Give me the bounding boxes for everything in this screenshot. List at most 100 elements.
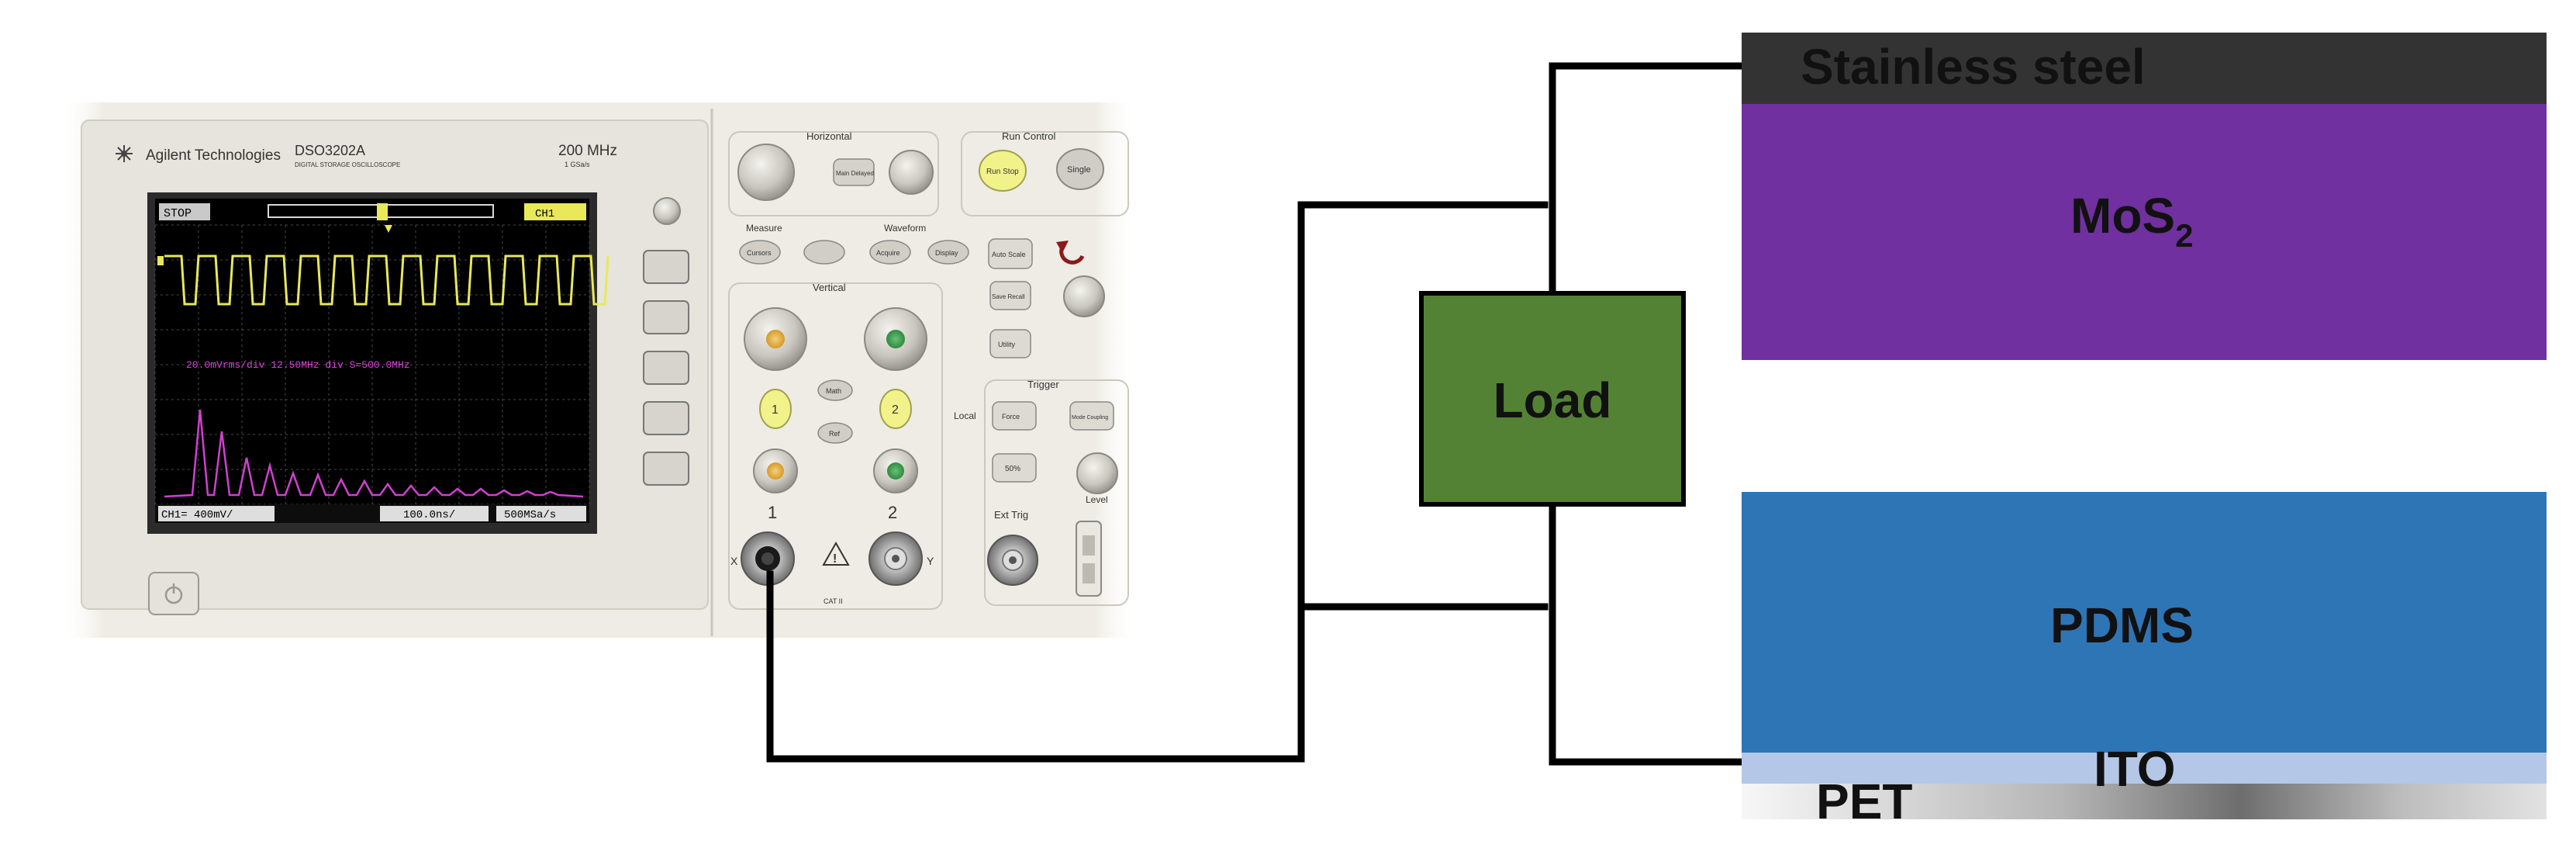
force-label: Force — [1002, 413, 1020, 421]
ch2-button-label: 2 — [892, 403, 899, 417]
save-recall-label: Save Recall — [992, 293, 1025, 300]
stainless-steel-layer — [1742, 33, 2547, 104]
run-control-section — [961, 131, 1129, 216]
fifty-percent-label: 50% — [1005, 465, 1020, 473]
screen-sample-rate: 500MSa/s — [504, 509, 556, 521]
model-label: DSO3202A — [295, 143, 365, 158]
ito-layer — [1742, 753, 2547, 784]
trigger-marker-icon — [385, 225, 392, 233]
circuit-wires — [766, 62, 1746, 766]
display-label: Display — [935, 249, 958, 257]
bandwidth-label: 200 MHz — [558, 143, 617, 159]
oscilloscope: Agilent Technologies DSO3202A DIGITAL ST… — [60, 102, 1138, 638]
brand-label: Agilent Technologies — [146, 147, 281, 164]
fft-spectrum — [164, 409, 584, 498]
softkey-4[interactable] — [643, 401, 689, 435]
probe-comp-terminal[interactable] — [1076, 521, 1102, 597]
fifty-percent-button[interactable] — [992, 453, 1037, 483]
undo-arrow-icon — [1056, 241, 1085, 265]
display-button[interactable] — [927, 240, 969, 265]
force-button[interactable] — [992, 401, 1037, 431]
entry-knob[interactable] — [1063, 275, 1105, 317]
math-button[interactable] — [817, 379, 853, 401]
mos2-subscript: 2 — [2175, 217, 2193, 254]
cursors-label: Cursors — [747, 249, 772, 257]
quick-meas-button[interactable] — [803, 240, 845, 265]
sample-rate-label: 1 GSa/s — [565, 161, 590, 168]
stainless-steel-label: Stainless steel — [1801, 39, 2146, 95]
probe-wire — [766, 201, 1549, 763]
save-recall-button[interactable] — [989, 281, 1031, 310]
math-label: Math — [826, 387, 841, 395]
ext-trig-label: Ext Trig — [994, 509, 1028, 521]
horizontal-label: Horizontal — [806, 130, 852, 142]
pet-layer — [1742, 784, 2547, 819]
utility-label: Utility — [998, 341, 1015, 348]
trigger-section — [984, 379, 1129, 606]
horizontal-section — [728, 131, 939, 216]
ch1-input-number: 1 — [768, 503, 777, 522]
y-input-mark: Y — [927, 555, 934, 567]
svg-text:!: ! — [833, 552, 837, 566]
mos2-label: MoS2 — [2070, 188, 2193, 254]
power-icon — [164, 583, 183, 604]
level-label: Level — [1086, 494, 1108, 505]
menu-off-button[interactable] — [653, 197, 681, 225]
top-electrode-wire — [1549, 62, 1746, 297]
ito-label: ITO — [2094, 741, 2176, 797]
softkey-2[interactable] — [643, 300, 689, 334]
x-input-mark: X — [730, 555, 738, 567]
screen-volts-div: CH1= 400mV/ — [161, 509, 233, 521]
ref-label: Ref — [829, 430, 841, 438]
mos2-base: MoS — [2070, 188, 2175, 244]
model-subtitle: DIGITAL STORAGE OSCILLOSCOPE — [295, 161, 400, 168]
mode-coupling-button[interactable] — [1069, 401, 1114, 431]
run-control-label: Run Control — [1002, 130, 1055, 142]
ch2-button[interactable] — [879, 389, 912, 429]
pet-label: PET — [1816, 774, 1912, 829]
ch1-button-label: 1 — [772, 403, 779, 417]
cat-rating: CAT II — [824, 597, 843, 605]
measure-label: Measure — [746, 223, 782, 234]
ch1-square-wave — [164, 254, 609, 306]
screen-time-div: 100.0ns/ — [403, 509, 455, 521]
pdms-layer — [1742, 492, 2547, 753]
pdms-label: PDMS — [2050, 597, 2194, 653]
local-label: Local — [954, 410, 976, 421]
ch1-button[interactable] — [759, 389, 792, 429]
auto-scale-button[interactable] — [988, 238, 1033, 269]
auto-scale-label: Auto Scale — [992, 251, 1026, 258]
softkey-3[interactable] — [643, 351, 689, 385]
load-label: Load — [1493, 372, 1612, 428]
horizontal-scale-knob[interactable] — [889, 150, 934, 195]
cursors-button[interactable] — [739, 240, 781, 265]
menu-zoom-label: Main Delayed — [836, 170, 874, 177]
utility-button[interactable] — [989, 329, 1031, 358]
run-stop-button[interactable] — [979, 150, 1027, 192]
run-stop-label: Run Stop — [986, 168, 1019, 176]
screen-status: STOP — [164, 207, 192, 220]
trigger-label: Trigger — [1027, 379, 1059, 390]
ref-button[interactable] — [817, 422, 853, 444]
acquire-label: Acquire — [876, 249, 900, 257]
single-label: Single — [1067, 165, 1091, 175]
single-button[interactable] — [1056, 148, 1104, 190]
bottom-electrode-wire — [1549, 500, 1746, 766]
horizontal-position-knob[interactable] — [737, 144, 795, 201]
trigger-level-knob[interactable] — [1076, 452, 1118, 494]
softkey-1[interactable] — [643, 250, 689, 284]
menu-zoom-button[interactable] — [833, 158, 875, 186]
warning-triangle-icon: ! — [822, 541, 850, 566]
teng-layer-stack: Stainless steel MoS2 PDMS ITO PET — [1742, 33, 2547, 829]
softkey-5[interactable] — [643, 452, 689, 486]
vertical-section — [728, 282, 943, 610]
agilent-logo-icon — [116, 145, 133, 162]
mode-coupling-label: Mode Coupling — [1072, 415, 1108, 421]
load-box — [1419, 291, 1686, 507]
fft-readout: 20.0mVrms/div 12.50MHz div S=500.0MHz — [186, 359, 410, 371]
ch2-input-number: 2 — [888, 503, 897, 522]
waveform-label: Waveform — [884, 223, 926, 234]
acquire-button[interactable] — [869, 240, 911, 265]
vertical-label: Vertical — [813, 282, 846, 293]
